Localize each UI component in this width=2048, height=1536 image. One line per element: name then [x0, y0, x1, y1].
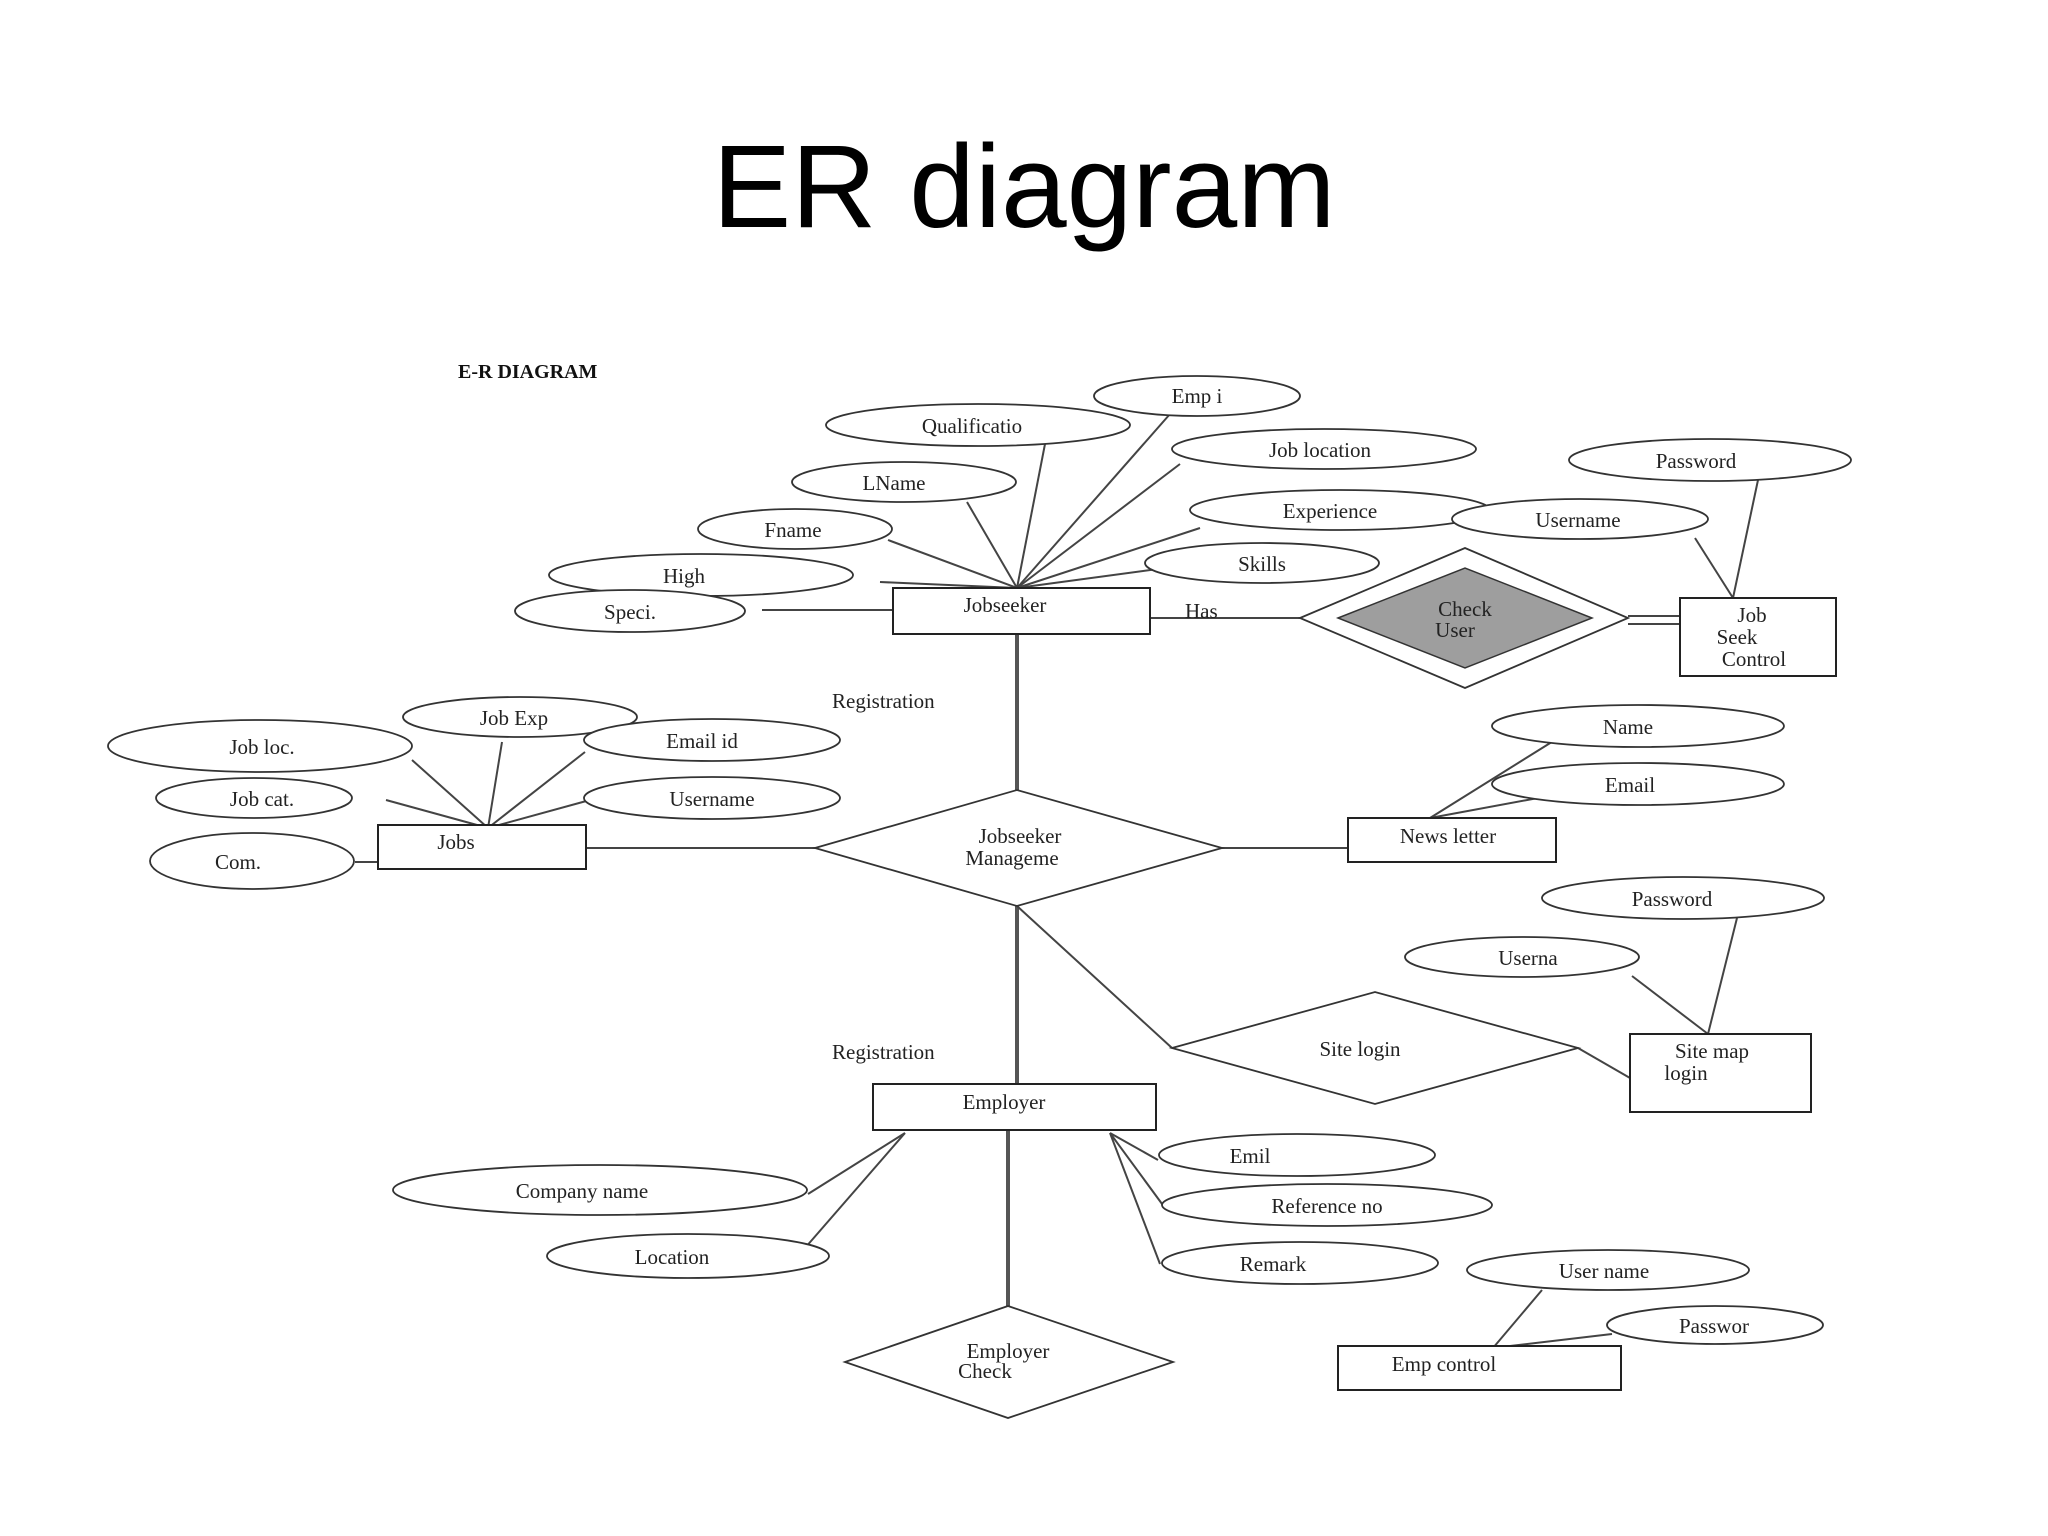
- svg-text:Manageme: Manageme: [965, 846, 1058, 870]
- svg-text:Reference no: Reference no: [1271, 1194, 1382, 1218]
- svg-text:Job location: Job location: [1269, 438, 1372, 462]
- diagram-header: E-R DIAGRAM: [458, 361, 598, 383]
- svg-text:Email: Email: [1605, 773, 1655, 797]
- entity-jobseeker: Jobseeker: [892, 587, 1151, 635]
- attr-name: Name: [1491, 704, 1785, 748]
- attr-qualification: Qualificatio: [825, 403, 1131, 447]
- attr-high: High: [548, 553, 854, 597]
- attr-passwor: Passwor: [1606, 1305, 1824, 1345]
- svg-text:Location: Location: [635, 1245, 710, 1269]
- label-registration-top: Registration: [832, 689, 935, 713]
- svg-text:Name: Name: [1603, 715, 1653, 739]
- svg-text:High: High: [663, 564, 706, 588]
- svg-text:Experience: Experience: [1283, 499, 1377, 523]
- slide-title: ER diagram: [712, 121, 1336, 253]
- svg-text:Control: Control: [1722, 647, 1786, 671]
- rel-jobseeker-management: Jobseeker Manageme: [811, 789, 1226, 907]
- svg-text:Passwor: Passwor: [1679, 1314, 1749, 1338]
- svg-text:Emil: Emil: [1230, 1144, 1271, 1168]
- svg-text:News letter: News letter: [1400, 824, 1496, 848]
- attr-job-location: Job location: [1171, 428, 1477, 470]
- svg-text:Seek: Seek: [1717, 625, 1758, 649]
- attr-job-loc: Job loc.: [107, 719, 413, 773]
- entity-jobs: Jobs: [377, 824, 587, 870]
- svg-text:Skills: Skills: [1238, 552, 1286, 576]
- attr-lname: LName: [791, 461, 1017, 503]
- attr-com: Com.: [149, 832, 355, 890]
- svg-text:Password: Password: [1632, 887, 1713, 911]
- svg-text:Password: Password: [1656, 449, 1737, 473]
- svg-text:Username: Username: [1535, 508, 1620, 532]
- svg-text:Job: Job: [1737, 603, 1766, 627]
- attr-userna: Userna: [1404, 936, 1640, 978]
- svg-text:Employer: Employer: [967, 1339, 1050, 1363]
- svg-text:Jobseeker: Jobseeker: [964, 593, 1047, 617]
- svg-text:Site login: Site login: [1319, 1037, 1401, 1061]
- attr-fname: Fname: [697, 508, 893, 550]
- entity-site-map-login: Site map login: [1629, 1033, 1812, 1113]
- svg-text:Fname: Fname: [764, 518, 821, 542]
- attr-email: Email: [1491, 762, 1785, 806]
- svg-text:Company name: Company name: [516, 1179, 648, 1203]
- svg-text:Job cat.: Job cat.: [230, 787, 294, 811]
- svg-text:User: User: [1435, 618, 1475, 642]
- svg-text:Userna: Userna: [1498, 946, 1558, 970]
- svg-text:Check: Check: [958, 1359, 1012, 1383]
- attr-password-top: Password: [1568, 438, 1852, 482]
- attr-user-name: User name: [1466, 1249, 1750, 1291]
- attr-company-name: Company name: [392, 1164, 808, 1216]
- attr-skills: Skills: [1144, 542, 1380, 584]
- attr-username-top: Username: [1451, 498, 1709, 540]
- svg-text:Jobs: Jobs: [437, 830, 474, 854]
- svg-text:Check: Check: [1438, 597, 1492, 621]
- attr-emp-i: Emp i: [1093, 375, 1301, 417]
- svg-text:Qualificatio: Qualificatio: [922, 414, 1022, 438]
- svg-text:Username: Username: [669, 787, 754, 811]
- svg-text:Emp control: Emp control: [1392, 1352, 1497, 1376]
- svg-text:Com.: Com.: [215, 850, 261, 874]
- svg-text:Email id: Email id: [666, 729, 738, 753]
- rel-site-login: Site login: [1168, 991, 1582, 1105]
- connector-lines: [355, 413, 1759, 1349]
- attr-password-site: Password: [1541, 876, 1825, 920]
- svg-text:Site map: Site map: [1675, 1039, 1749, 1063]
- svg-text:LName: LName: [863, 471, 926, 495]
- svg-text:Remark: Remark: [1240, 1252, 1307, 1276]
- attr-remark: Remark: [1161, 1241, 1439, 1285]
- attr-username-jobs: Username: [583, 776, 841, 820]
- attr-job-exp: Job Exp: [402, 696, 638, 738]
- attr-speci: Speci.: [514, 589, 746, 633]
- attr-emil: Emil: [1158, 1133, 1436, 1177]
- svg-text:Speci.: Speci.: [604, 600, 656, 624]
- attr-location: Location: [546, 1233, 830, 1279]
- attr-experience: Experience: [1189, 489, 1491, 531]
- attr-email-id: Email id: [583, 718, 841, 762]
- entity-news-letter: News letter: [1347, 817, 1557, 863]
- rel-employer-check: Employer Check: [842, 1305, 1176, 1419]
- svg-text:login: login: [1664, 1061, 1708, 1085]
- entity-emp-control: Emp control: [1337, 1345, 1622, 1391]
- svg-text:Jobseeker: Jobseeker: [979, 824, 1062, 848]
- entity-employer: Employer: [872, 1083, 1157, 1131]
- attr-job-cat: Job cat.: [155, 777, 353, 819]
- label-has: Has: [1185, 599, 1218, 623]
- attr-reference-no: Reference no: [1161, 1183, 1493, 1227]
- label-registration-bottom: Registration: [832, 1040, 935, 1064]
- svg-text:Emp i: Emp i: [1172, 384, 1223, 408]
- entity-job-seek-control: Job Seek Control: [1679, 597, 1837, 677]
- svg-text:Job Exp: Job Exp: [480, 706, 548, 730]
- svg-text:Job loc.: Job loc.: [229, 735, 294, 759]
- svg-text:User name: User name: [1559, 1259, 1649, 1283]
- rel-check-user: Check User: [1297, 547, 1631, 689]
- svg-text:Employer: Employer: [963, 1090, 1046, 1114]
